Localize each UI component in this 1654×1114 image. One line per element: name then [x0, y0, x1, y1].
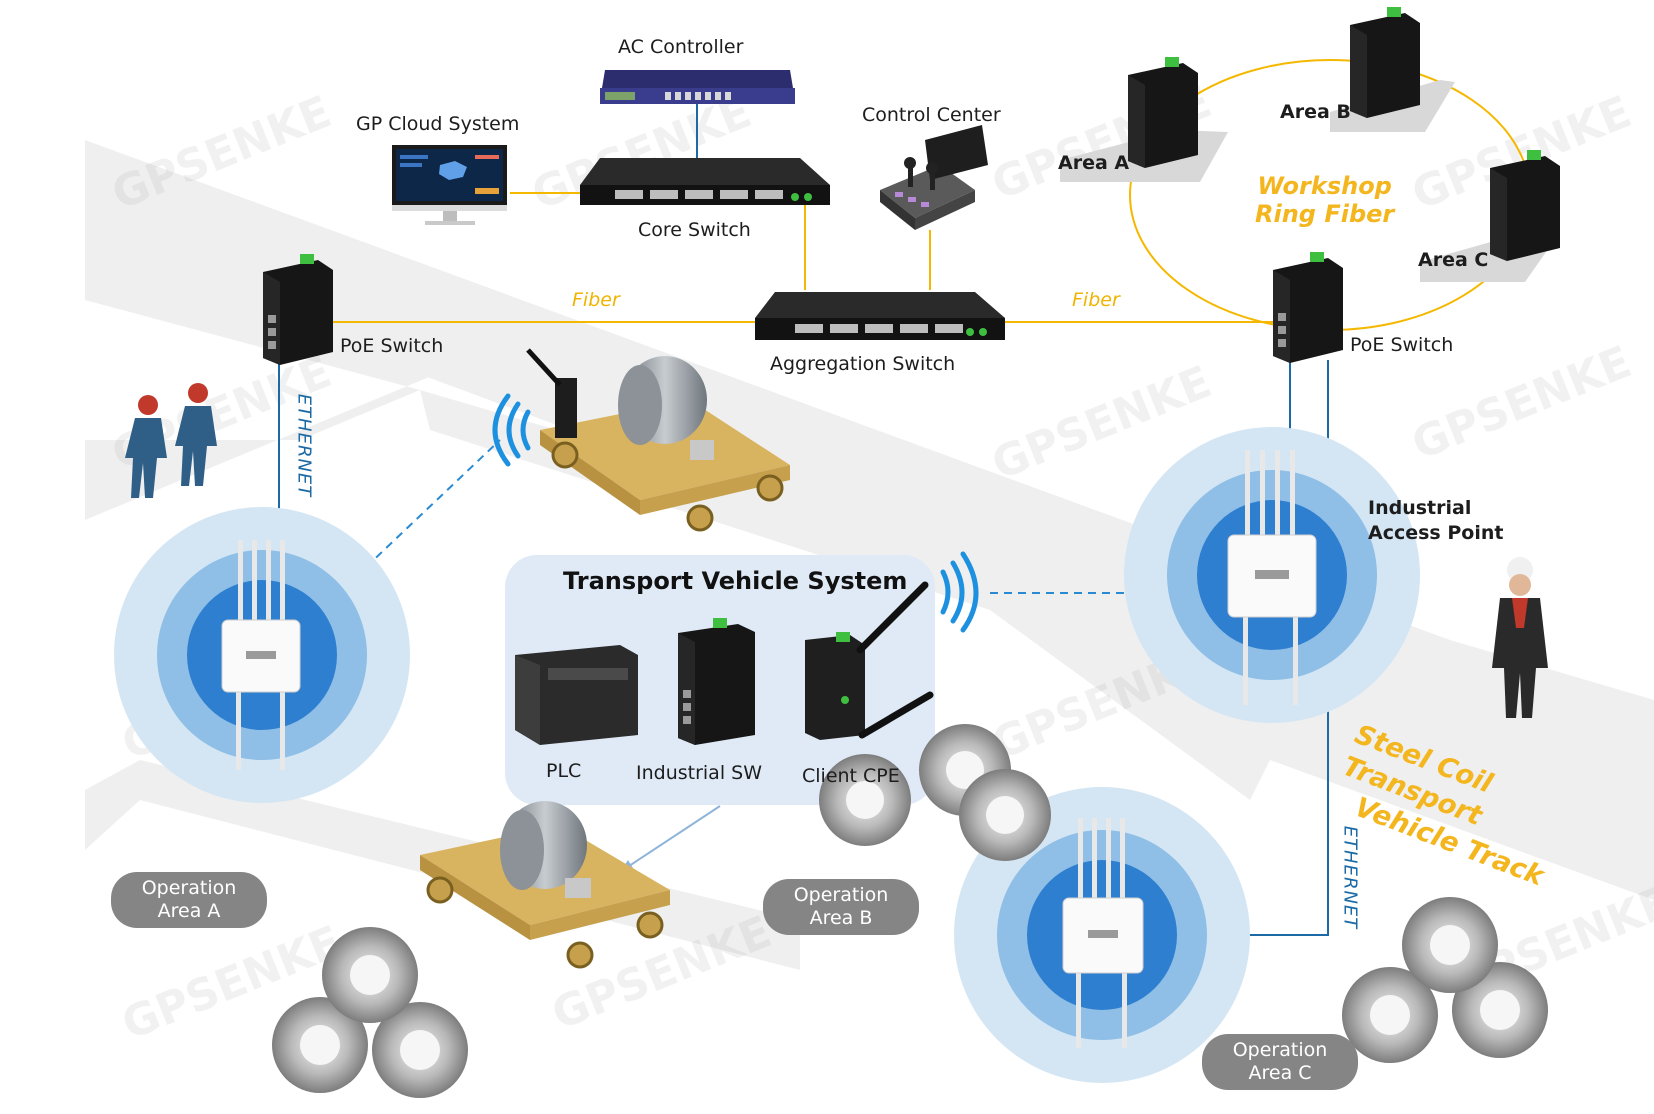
monitor-dashboard-icon	[392, 145, 507, 225]
steel-coil-stack-icon	[1342, 897, 1548, 1063]
svg-text:GPSENKE: GPSENKE	[1405, 336, 1638, 470]
cpe-router-icon	[805, 581, 934, 740]
op-c-line-1: Operation	[1232, 1039, 1328, 1061]
plc-label: PLC	[546, 760, 582, 782]
op-a-line-1: Operation	[141, 877, 237, 899]
op-a-line-2: Area A	[157, 900, 221, 922]
transport-vehicle-title: Transport Vehicle System	[563, 567, 908, 595]
transport-cart-icon	[526, 348, 790, 532]
control-center-label: Control Center	[862, 104, 1001, 126]
steel-coil-stack-icon	[819, 724, 1051, 861]
transport-cart-icon	[420, 801, 670, 969]
industrial-ap-line-2: Access Point	[1368, 522, 1504, 544]
rack-switch-icon	[580, 158, 830, 205]
area-a-platform	[1060, 57, 1228, 182]
area-c-platform	[1420, 150, 1560, 282]
fiber-left-label: Fiber	[572, 289, 620, 311]
area-c-label: Area C	[1418, 249, 1489, 271]
worker-icon	[1492, 557, 1548, 718]
plc-module-icon	[515, 645, 638, 745]
industrial-sw-label: Industrial SW	[636, 762, 762, 784]
wifi-signal-icon	[492, 393, 531, 467]
vehicle-pointer	[622, 805, 721, 871]
ethernet-left-label: ETHERNET	[293, 393, 315, 498]
workshop-ring-label: Workshop Ring Fiber	[1255, 172, 1394, 228]
op-c-line-2: Area C	[1248, 1062, 1312, 1084]
outdoor-access-point-icon	[1227, 450, 1317, 705]
steel-coil-stack-icon	[272, 927, 468, 1098]
industrial-ap-label: Industrial Access Point	[1368, 496, 1503, 546]
aggregation-switch-label: Aggregation Switch	[770, 353, 956, 375]
op-b-line-2: Area B	[809, 907, 873, 929]
worker-icon	[125, 383, 217, 498]
fiber-right-label: Fiber	[1072, 289, 1120, 311]
outdoor-access-point-icon	[221, 540, 301, 770]
din-rail-switch-icon	[263, 254, 333, 365]
din-rail-switch-icon	[678, 618, 755, 745]
ring-line-1: Workshop	[1257, 172, 1392, 200]
industrial-ap-line-1: Industrial	[1368, 497, 1472, 519]
ethernet-right-label: ETHERNET	[1339, 825, 1361, 930]
area-b-platform	[1330, 7, 1455, 132]
area-a-label: Area A	[1058, 152, 1130, 174]
outdoor-access-point-icon	[1062, 818, 1144, 1048]
op-b-line-1: Operation	[793, 884, 889, 906]
gp-cloud-label: GP Cloud System	[356, 113, 520, 135]
poe-switch-right-label: PoE Switch	[1350, 334, 1454, 356]
rack-switch-icon	[755, 292, 1005, 340]
joystick-console-icon	[880, 125, 988, 230]
operation-area-c-badge: Operation Area C	[1202, 1034, 1358, 1090]
client-cpe-label: Client CPE	[802, 765, 900, 787]
operation-area-b-badge: Operation Area B	[763, 879, 919, 935]
ring-line-2: Ring Fiber	[1255, 200, 1395, 228]
ac-controller-label: AC Controller	[618, 36, 744, 58]
ac-controller	[600, 70, 795, 104]
poe-switch-left-label: PoE Switch	[340, 335, 444, 357]
area-b-label: Area B	[1280, 101, 1351, 123]
din-rail-switch-icon	[1273, 252, 1343, 363]
core-switch-label: Core Switch	[638, 219, 751, 241]
wifi-signal-icon	[940, 551, 979, 633]
operation-area-a-badge: Operation Area A	[111, 872, 267, 928]
